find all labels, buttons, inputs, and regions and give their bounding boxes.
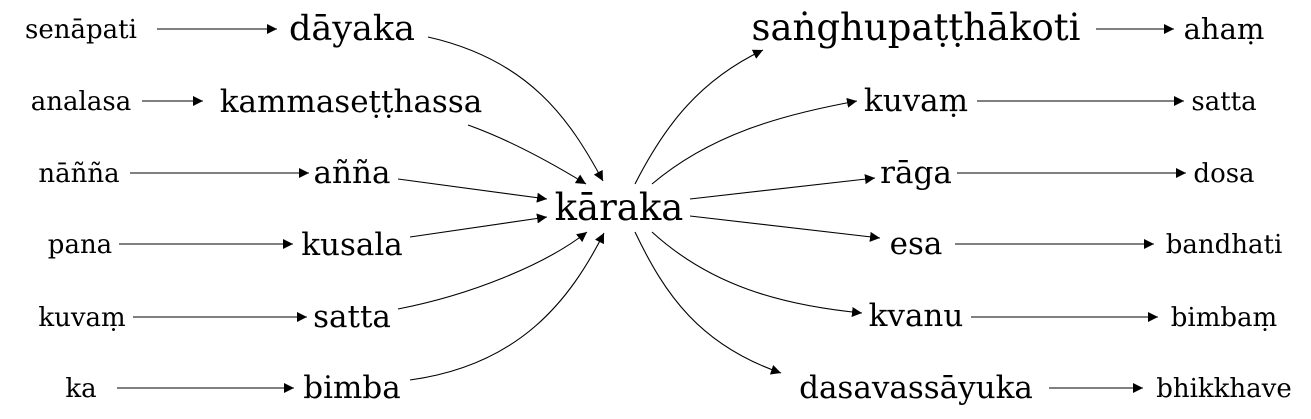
edge-dayaka-karaka [427,36,604,182]
edge-kammasetthassa-karaka [467,124,587,185]
right-target-node: bandhati [1166,230,1283,260]
left-word-node: dāyaka [289,9,415,49]
right-word-node: saṅghupaṭṭhākoti [752,6,1081,49]
edge-bimba-karaka [409,232,605,381]
edge-kusala-karaka [409,213,548,238]
right-target-node: bimbaṃ [1171,303,1277,333]
edge-karaka-kuvam [651,97,858,185]
edge-karaka-sanghupatthakoti [634,49,764,185]
edges [117,24,1186,393]
left-word-node: kammaseṭṭhassa [220,84,482,120]
left-word-node: bimba [303,370,400,406]
edge-karaka-raga [689,174,876,200]
right-word-node: rāga [880,155,952,191]
right-target-node: satta [1191,87,1256,117]
left-word-node: satta [313,299,391,335]
left-source-node: pana [48,230,112,260]
left-source-node: senāpati [25,15,137,45]
right-word-node: kuvaṃ [864,83,968,119]
left-source-node: kuvaṃ [38,303,125,333]
edge-karaka-kvanu [651,231,863,318]
right-target-node: ahaṃ [1184,12,1265,46]
edge-satta-karaka [397,231,588,310]
left-source-node: ka [65,374,96,404]
right-word-node: esa [890,226,943,262]
right-target-node: bhikkhave [1156,374,1292,404]
right-word-node: kvanu [869,298,964,334]
edge-anna-karaka [397,178,548,203]
left-word-node: kusala [301,227,403,263]
left-word-node: añña [314,155,391,191]
right-target-node: dosa [1193,159,1254,189]
edge-karaka-dasavassayuka [634,231,782,375]
edge-karaka-esa [689,215,881,242]
left-source-node: analasa [31,87,131,117]
right-word-node: dasavassāyuka [799,370,1033,406]
nodes: kāraka senāpati analasa nāñña pana kuvaṃ… [25,6,1292,406]
left-source-node: nāñña [38,159,119,189]
center-node-karaka: kāraka [555,186,684,229]
